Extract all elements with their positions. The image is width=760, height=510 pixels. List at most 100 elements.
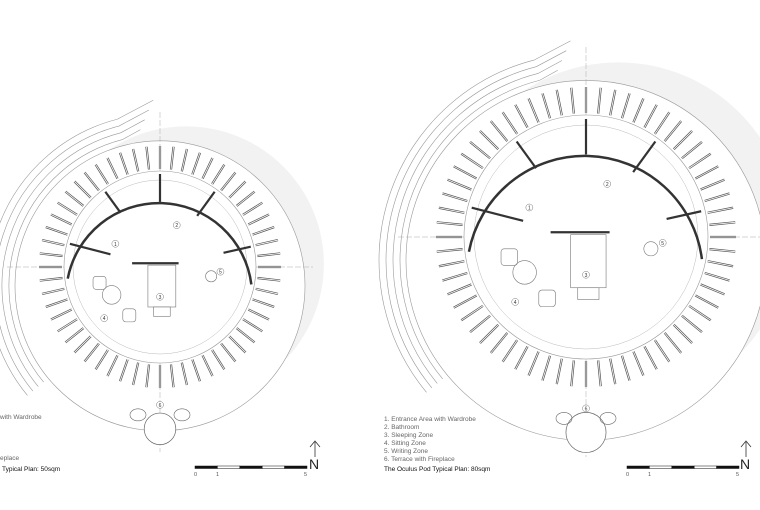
louver-fin-inner — [704, 193, 730, 202]
louver-fin-inner — [57, 318, 78, 332]
zone-marker — [582, 271, 590, 279]
partition-wall — [196, 191, 216, 217]
louver-fin-inner — [502, 112, 518, 135]
scale-label-1: 1 — [648, 472, 652, 478]
legend-item: 1. Entrance Area with Wardrobe — [384, 416, 476, 423]
shell-line — [378, 40, 571, 393]
louver-fin-inner — [50, 309, 72, 320]
louver-fin-inner — [45, 298, 68, 308]
louver-fin-inner — [644, 346, 658, 370]
louver-fin-inner — [252, 226, 275, 236]
zone-number: 4 — [103, 316, 106, 322]
desk-chair — [643, 241, 659, 257]
bed — [147, 264, 177, 308]
scale-label-5: 5 — [304, 472, 308, 478]
louver-fin-inner — [84, 343, 100, 362]
louver-fin-inner — [700, 284, 725, 295]
armchair — [538, 289, 556, 307]
bench — [153, 306, 171, 317]
legend-item: 4. Sitting Zone — [384, 440, 426, 447]
north-label-left: N — [309, 456, 320, 472]
louver-fin-inner — [41, 239, 65, 246]
shell-line — [392, 60, 563, 384]
partition-wall — [69, 242, 111, 256]
louver-fin-inner — [65, 191, 84, 207]
louver-fin-inner — [39, 277, 63, 281]
louver-fin-inner — [514, 346, 528, 370]
louver-fin-inner — [542, 93, 551, 119]
louver-fin-inner — [146, 364, 150, 388]
shell-line — [399, 69, 558, 380]
louver-fin-inner — [621, 93, 630, 119]
louver-fin-inner — [654, 339, 670, 362]
legend-item: 6. Terrace with Fireplace — [384, 456, 455, 463]
louver-fin-inner — [442, 272, 468, 281]
louver-fin-inner — [542, 355, 551, 381]
louver-fin-inner — [447, 179, 472, 190]
louver-fin-inner — [211, 164, 225, 185]
louver-fin-inner — [74, 336, 91, 353]
zone-marker — [216, 267, 225, 276]
louver-fin-inner — [681, 141, 703, 159]
louver-fin-inner — [695, 295, 719, 309]
zone-number: 6 — [159, 403, 162, 409]
shell-line — [1, 119, 145, 387]
louver-fin-inner — [107, 355, 118, 377]
louver-fin-inner — [664, 332, 682, 354]
louver-fin-inner — [700, 179, 725, 190]
zone-marker — [156, 293, 164, 301]
zone-marker — [658, 239, 667, 247]
fireplace — [565, 411, 607, 453]
louver-fin-inner — [57, 202, 78, 216]
zone-marker — [511, 298, 519, 306]
louver-fin-inner — [556, 89, 563, 116]
louver-fin-inner — [461, 305, 484, 321]
louver-fin-inner — [664, 120, 682, 142]
scale-bar-segment — [626, 465, 650, 469]
legend-item: 2. Bathroom — [384, 424, 420, 431]
louver-fin-inner — [709, 221, 736, 226]
fireplace — [143, 412, 177, 446]
louver-fin-inner — [707, 260, 734, 267]
louver-fin-inner — [461, 153, 484, 169]
bed — [570, 234, 607, 289]
louver-fin-inner — [453, 295, 477, 309]
partition-wall — [471, 206, 524, 222]
legend-left-item-1: with Wardrobe — [0, 414, 42, 421]
partition-wall — [632, 140, 657, 173]
louver-fin-inner — [220, 343, 236, 362]
scale-bar-segment — [649, 465, 673, 469]
louver-fin-inner — [65, 327, 84, 343]
shell-line — [0, 99, 154, 396]
louver-fin-inner — [257, 277, 281, 281]
louver-fin-inner — [570, 360, 575, 387]
louver-fin-inner — [442, 193, 468, 202]
louver-fin-inner — [673, 130, 693, 150]
louver-fin-inner — [556, 358, 563, 385]
scale-bar-segment — [716, 465, 740, 469]
louver-fin-inner — [45, 226, 68, 236]
louver-fin-inner — [436, 221, 463, 226]
louver-fin-inner — [514, 104, 528, 128]
zone-marker — [100, 314, 108, 322]
zone-number: 1 — [114, 242, 117, 248]
louver-fin-inner — [644, 104, 658, 128]
louver-fin-inner — [688, 153, 711, 169]
louver-fin-inner — [707, 207, 734, 214]
louver-fin-inner — [229, 336, 246, 353]
louver-fin-inner — [453, 165, 477, 179]
scale-bar-segment — [671, 465, 695, 469]
partition-wall — [223, 245, 252, 254]
lounge-chair — [129, 408, 147, 422]
louver-fin-inner — [248, 214, 270, 225]
louver-fin-inner — [528, 351, 539, 376]
desk-chair — [205, 270, 218, 283]
scale-bar-segment — [284, 465, 308, 469]
louver-fin-inner — [597, 87, 602, 114]
partition-wall — [666, 210, 702, 221]
louver-fin-inner — [170, 146, 174, 170]
louver-fin-inner — [570, 87, 575, 114]
zone-marker — [525, 203, 534, 212]
louver-fin-inner — [39, 253, 63, 257]
legend-left-item-6: eplace — [0, 455, 20, 462]
